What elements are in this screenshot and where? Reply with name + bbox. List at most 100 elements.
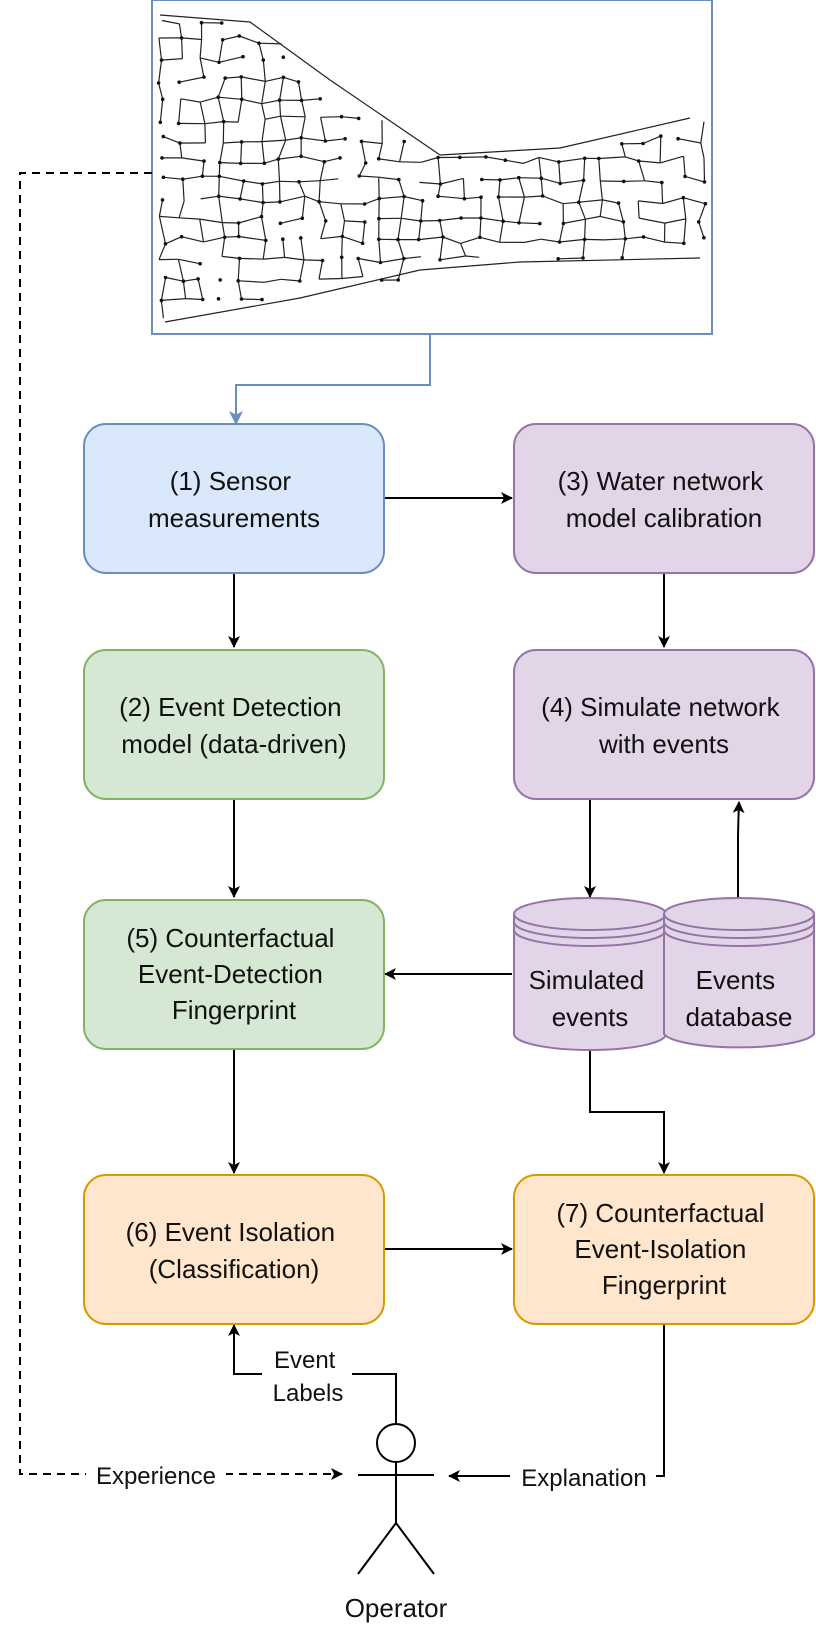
- network-node: [396, 237, 400, 242]
- network-node: [218, 278, 222, 282]
- network-pipe: [301, 100, 306, 117]
- network-pipe: [598, 156, 626, 160]
- network-node: [300, 216, 305, 220]
- network-pipe: [638, 217, 665, 224]
- network-pipe: [560, 179, 584, 184]
- network-pipe: [524, 238, 542, 243]
- network-node: [264, 238, 268, 243]
- network-pipe: [582, 239, 586, 259]
- network-node: [540, 194, 545, 198]
- network-pipe: [621, 238, 626, 258]
- network-pipe: [219, 142, 224, 163]
- network-node: [261, 200, 265, 205]
- network-node: [396, 278, 401, 282]
- network-pipe: [439, 236, 444, 260]
- network-pipe: [359, 175, 379, 178]
- network-pipe: [659, 136, 662, 163]
- svg-text:(3) Water network model: (3) Water network model calibration: [558, 466, 771, 533]
- network-pipe: [283, 76, 299, 83]
- network-node: [298, 279, 302, 283]
- network-node: [582, 156, 587, 161]
- network-pipe: [300, 155, 325, 163]
- network-node: [318, 97, 323, 101]
- network-pipe: [439, 217, 462, 222]
- database-simulated-events: Simulated events: [513, 897, 667, 1051]
- network-node: [597, 156, 601, 161]
- network-pipe: [158, 37, 163, 61]
- network-pipe: [341, 275, 363, 280]
- network-node: [236, 221, 241, 225]
- network-pipe: [499, 177, 519, 181]
- network-node: [163, 242, 168, 246]
- network-pipe: [329, 79, 441, 156]
- network-pipe: [223, 141, 242, 144]
- network-pipe: [542, 195, 564, 205]
- network-pipe: [638, 160, 646, 181]
- network-node: [436, 155, 440, 160]
- network-nodes-icon: [156, 20, 708, 303]
- network-pipe: [599, 199, 603, 217]
- network-node: [636, 159, 641, 163]
- network-pipe: [239, 35, 260, 44]
- simulate-label-line1: (4) Simulate network: [541, 692, 780, 722]
- network-pipe: [301, 137, 326, 142]
- network-node: [621, 220, 626, 224]
- network-pipe: [239, 180, 245, 200]
- network-node: [556, 257, 560, 261]
- network-node: [299, 136, 304, 140]
- network-node: [216, 95, 220, 99]
- network-pipe: [440, 177, 464, 185]
- svg-text:(4) Simulate network wit: (4) Simulate network with events: [541, 692, 787, 759]
- network-pipe: [303, 259, 323, 262]
- network-pipe: [277, 159, 281, 182]
- network-pipe: [263, 201, 280, 204]
- network-pipe: [599, 180, 603, 200]
- network-node: [480, 177, 484, 182]
- network-node: [484, 155, 488, 159]
- network-pipe: [158, 216, 167, 244]
- network-pipe: [182, 179, 185, 202]
- network-pipe: [643, 236, 665, 243]
- network-pipe: [299, 259, 305, 282]
- network-pipe: [261, 81, 266, 104]
- network-node: [176, 121, 181, 126]
- network-pipe: [249, 21, 331, 81]
- network-pipe: [341, 116, 359, 119]
- network-pipe: [462, 178, 465, 199]
- network-node: [641, 235, 646, 239]
- network-node: [377, 216, 381, 221]
- network-pipe: [644, 180, 662, 184]
- network-node: [202, 75, 206, 79]
- svg-text:Simulated events: Simulated events: [529, 965, 652, 1032]
- network-pipe: [479, 217, 482, 238]
- network-pipe: [159, 14, 251, 23]
- network-pipe: [360, 141, 367, 164]
- network-pipe: [200, 96, 219, 103]
- network-pipe: [298, 180, 321, 183]
- network-pipe: [163, 136, 181, 144]
- network-pipe: [199, 57, 205, 78]
- network-node: [402, 139, 407, 144]
- network-pipe: [622, 221, 626, 239]
- network-node: [179, 234, 184, 239]
- network-pipe: [181, 236, 204, 243]
- network-pipe: [200, 195, 219, 200]
- network-pipe: [420, 219, 440, 222]
- network-node: [362, 202, 367, 206]
- network-pipe: [221, 237, 226, 257]
- network-pipe: [179, 76, 205, 83]
- network-pipe: [464, 196, 482, 200]
- network-pipe: [204, 123, 206, 143]
- network-node: [317, 199, 321, 204]
- network-node: [323, 219, 328, 223]
- network-pipe: [219, 162, 241, 164]
- network-pipe: [179, 217, 200, 220]
- network-node: [277, 98, 282, 102]
- network-pipe: [519, 257, 701, 263]
- network-pipe: [378, 177, 380, 199]
- network-pipe: [161, 19, 180, 25]
- isolation-label-line2: (Classification): [149, 1254, 320, 1284]
- network-pipe: [161, 58, 183, 61]
- network-node: [161, 175, 166, 180]
- network-node: [223, 76, 227, 80]
